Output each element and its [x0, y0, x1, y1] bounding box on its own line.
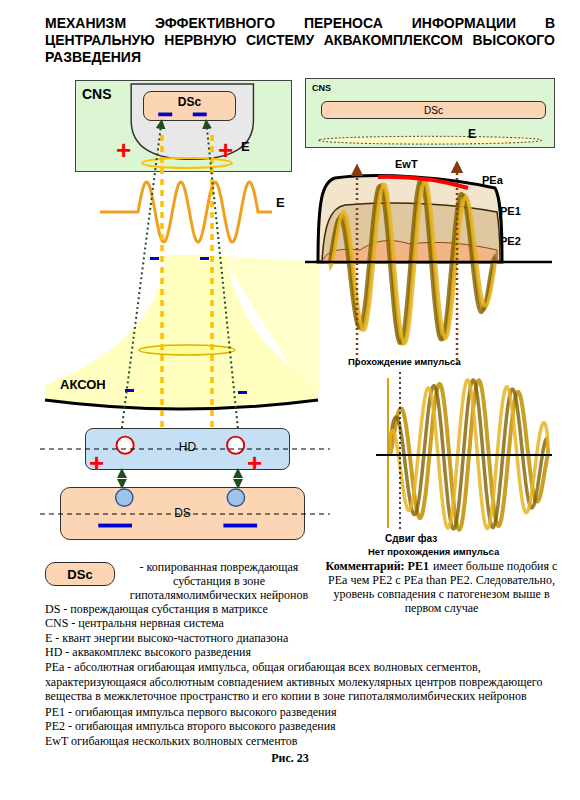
legend-row: PE2 - огибающая импульса второго высоког… — [45, 719, 560, 734]
node-label: CNS — [312, 83, 331, 94]
text-label: EwT — [395, 158, 418, 170]
impulse-wave — [330, 181, 495, 344]
legend-row: PE1 - огибающая импульса первого высоког… — [45, 705, 560, 720]
legend-text: PE1 - огибающая импульса первого высоког… — [45, 705, 336, 719]
text-label: PE1 — [500, 205, 521, 217]
legend-text: E - квант энергии высоко-частотного диап… — [45, 631, 288, 645]
node-label: DSc — [144, 95, 235, 109]
baseline — [376, 454, 552, 456]
text-label: PEa — [482, 174, 503, 186]
impulse-arrow — [356, 166, 359, 365]
node-label: CNS — [82, 86, 112, 102]
pe2-envelope — [322, 241, 497, 262]
minus-sign — [150, 257, 159, 260]
legend-row: CNS - центральня нервная система — [45, 616, 560, 631]
substance-box: DSc — [143, 91, 236, 121]
text-label: Прохождение импульса — [348, 356, 461, 367]
substance-band: DSc — [321, 101, 546, 119]
pe1-envelope — [322, 203, 500, 262]
legend-row: HD - аквакомплекс высокого разведения — [45, 645, 560, 660]
legend-text: HD - аквакомплекс высокого разведения — [45, 645, 251, 659]
transfer-arrow — [121, 470, 123, 487]
legend-row: PEa - абсолютная огибающая импульса, общ… — [45, 660, 560, 704]
node-label: DS — [61, 506, 304, 520]
axon-shape: АКСОН — [45, 250, 318, 415]
comment-block: Комментарий: PE1имеет больше подобия с P… — [318, 559, 565, 615]
text-label: Нет прохождения импульса — [368, 546, 499, 557]
text-label: E — [241, 140, 250, 154]
legend-text: EwT огибающая нескольких волновых сегмен… — [45, 734, 297, 748]
node-label: DSc — [46, 567, 114, 582]
energy-wave — [100, 182, 272, 242]
legend-text: DS - повреждающая субстанция в матриксе — [45, 602, 268, 616]
text-label: + — [247, 450, 262, 476]
impulse-arrow — [456, 163, 459, 365]
legend-row: EwT огибающая нескольких волновых сегмен… — [45, 734, 560, 749]
phase-marker — [399, 372, 401, 532]
text-label: + — [218, 137, 233, 163]
shifted-wave — [390, 380, 548, 529]
text-label: E — [468, 128, 476, 141]
legend-text: CNS - центральня нервная система — [45, 616, 224, 630]
impulse-wave — [330, 180, 495, 343]
impulse-wave — [330, 181, 495, 344]
text-label: + — [89, 450, 104, 476]
text-label: PE2 — [500, 235, 521, 247]
pea-envelope — [318, 176, 502, 262]
transfer-arrow — [237, 470, 239, 487]
shifted-wave — [390, 380, 548, 529]
caption: Рис. 23 — [0, 751, 580, 765]
title: МЕХАНИЗМ ЭФФЕКТИВНОГО ПЕРЕНОСА ИНФОРМАЦИ… — [45, 15, 555, 66]
text-label: E — [276, 196, 285, 210]
text-label: - копированная повреждающая субстанция в… — [123, 560, 315, 602]
shifted-wave — [390, 380, 548, 529]
legend-substance-box: DSc — [45, 562, 115, 586]
node-label: DSc — [322, 105, 545, 116]
legend-row: E - квант энергии высоко-частотного диап… — [45, 631, 560, 646]
cns-box: CNS DSc — [305, 78, 555, 148]
legend-text: PE2 - огибающая импульса второго высоког… — [45, 719, 336, 733]
phase-line — [387, 378, 389, 528]
comment-text: Комментарий: PE1 — [326, 559, 429, 573]
substance-box: DS — [60, 487, 305, 540]
text-label: + — [116, 137, 131, 163]
legend-row: DS - повреждающая субстанция в матриксе — [45, 602, 560, 617]
legend-text: PEa - абсолютная огибающая импульса, общ… — [45, 660, 542, 703]
baseline — [305, 261, 552, 264]
text-label: Сдвиг фаз — [385, 533, 437, 544]
cns-box: CNS DSc — [75, 80, 292, 172]
node-label: АКСОН — [60, 377, 106, 392]
ewt-segment — [378, 177, 468, 188]
